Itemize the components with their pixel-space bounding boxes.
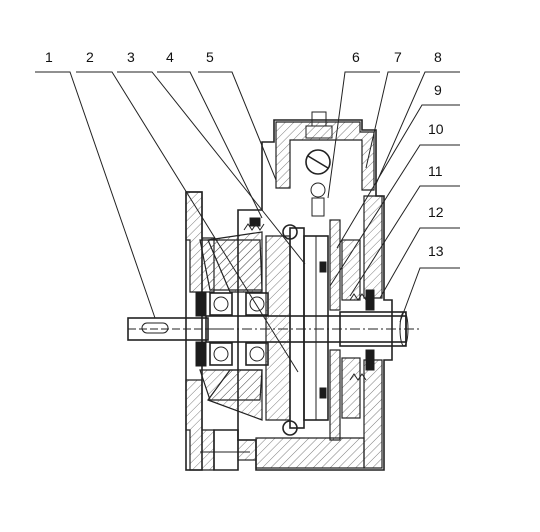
callout-labels: 1 2 3 4 5 6 7 8 9 10 11 12 13 [45,49,444,259]
inner-web [207,231,263,421]
leader-6 [327,71,380,199]
main-housing [200,111,393,471]
callout-13: 13 [428,243,444,259]
leader-4 [157,71,263,219]
callout-8: 8 [434,49,442,65]
callout-9: 9 [434,82,442,98]
leader-8 [375,71,460,185]
callout-10: 10 [428,121,444,137]
leader-13 [399,267,460,323]
callout-1: 1 [45,49,53,65]
keyway [141,322,169,334]
reducer-assembly [127,111,420,471]
leader-5 [198,71,277,181]
mounting-flange [185,191,215,471]
callout-2: 2 [86,49,94,65]
leader-1 [35,71,156,319]
planetary-internals [243,217,375,441]
eccentric-cam [305,149,331,175]
callout-7: 7 [394,49,402,65]
leader-12 [379,227,460,299]
leader-3 [117,71,306,265]
callout-5: 5 [206,49,214,65]
callout-4: 4 [166,49,174,65]
leader-lines [35,71,460,373]
callout-3: 3 [127,49,135,65]
callout-12: 12 [428,204,444,220]
leader-10 [329,144,460,287]
callout-6: 6 [352,49,360,65]
output-shaft [339,311,409,347]
callout-11: 11 [428,163,443,179]
